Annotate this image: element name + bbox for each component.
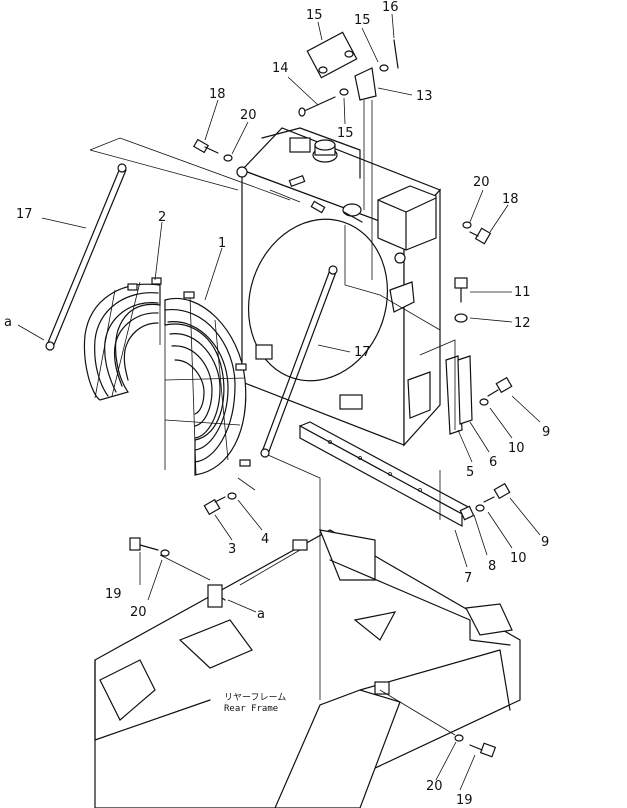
callout-18-left: 18 [209,87,226,102]
callout-15-lower: 15 [337,126,354,141]
callout-20-lower-left: 20 [130,605,147,620]
reference-lines [89,100,456,736]
rear-frame-caption: リヤーフレーム Rear Frame [224,692,286,714]
fan-guard-2 [83,277,162,401]
callout-19-bottom: 19 [456,793,473,808]
callout-a-frame: a [257,607,265,622]
callout-18-right: 18 [502,192,519,207]
fasteners [129,31,513,758]
callout-3: 3 [228,542,236,557]
callout-8: 8 [488,559,496,574]
rear-frame [94,529,521,808]
callout-11: 11 [514,285,531,300]
callout-10-lower: 10 [510,551,527,566]
callout-6: 6 [489,455,497,470]
callout-14: 14 [272,61,289,76]
callout-1: 1 [218,236,226,251]
callout-16: 16 [382,0,399,15]
callout-20-bottom: 20 [426,779,443,794]
caption-japanese: リヤーフレーム [224,692,286,703]
callout-20-top: 20 [240,108,257,123]
callout-7: 7 [464,571,472,586]
callout-19-left: 19 [105,587,122,602]
support-plates [298,355,473,528]
callout-10-upper: 10 [508,441,525,456]
callout-5: 5 [466,465,474,480]
callout-9-lower: 9 [541,535,549,550]
callout-labels: 1 2 3 4 5 6 7 8 9 9 10 10 11 12 13 14 15… [4,0,550,808]
caption-english: Rear Frame [224,704,278,714]
callout-17-right: 17 [354,345,371,360]
callout-9-upper: 9 [542,425,550,440]
radiator-assembly [236,127,442,447]
callout-12: 12 [514,316,531,331]
callout-15-left: 15 [306,8,323,23]
callout-2: 2 [158,210,166,225]
stay-rod-left [45,163,127,351]
callout-20-right: 20 [473,175,490,190]
stay-rod-right [260,265,338,458]
fan-guard-1 [164,291,251,476]
callout-leaders [17,13,541,791]
callout-15-right: 15 [354,13,371,28]
callout-17-left: 17 [16,207,33,222]
callout-a-left: a [4,315,12,330]
callout-4: 4 [261,532,269,547]
callout-13: 13 [416,89,433,104]
